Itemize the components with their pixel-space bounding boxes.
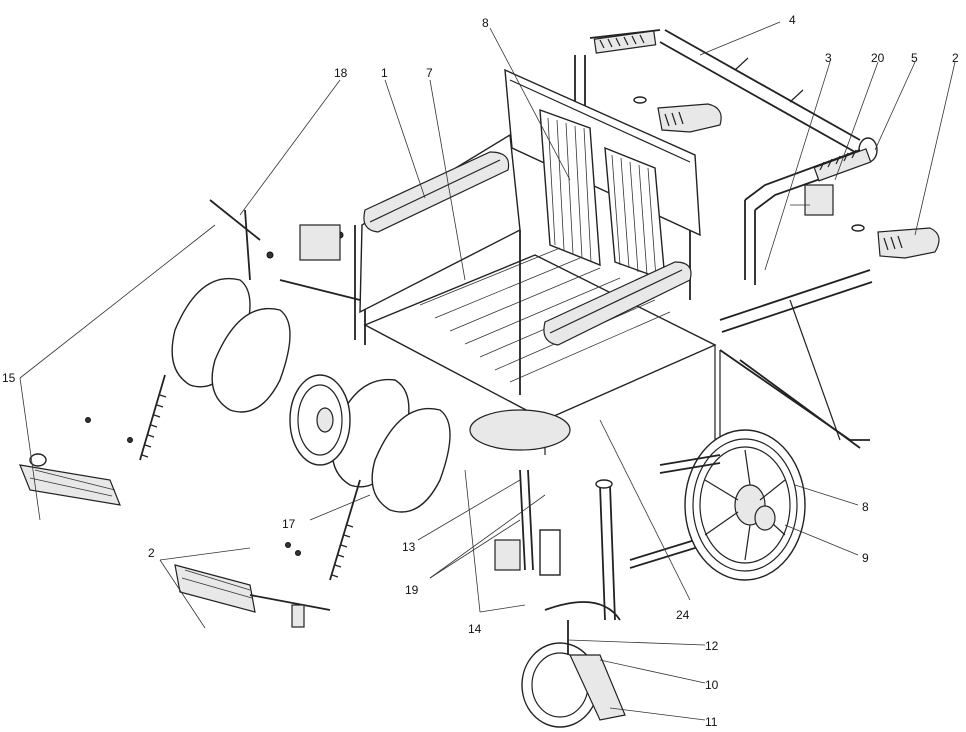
callout-4: 4 <box>789 13 796 27</box>
armrest-right <box>543 261 692 346</box>
right-handle-grip <box>744 148 872 285</box>
callout-labels: 1 7 8 4 3 20 5 2 18 15 8 9 17 13 19 14 2… <box>2 13 959 729</box>
callout-11: 11 <box>705 715 718 729</box>
callout-24: 24 <box>676 608 690 622</box>
mid-wheel <box>469 409 571 451</box>
callout-7: 7 <box>426 66 433 80</box>
brake-bracket <box>494 469 561 576</box>
callout-8-bottom: 8 <box>862 500 869 514</box>
callout-5: 5 <box>911 51 918 65</box>
callout-3: 3 <box>825 51 832 65</box>
callout-9: 9 <box>862 551 869 565</box>
rear-wheel <box>659 429 806 581</box>
leg-rest-left <box>139 199 291 461</box>
side-frame-tubes <box>629 269 873 569</box>
callout-19: 19 <box>405 583 419 597</box>
front-caster-left <box>289 374 351 466</box>
callout-15: 15 <box>2 371 16 385</box>
footplate-left <box>19 453 121 506</box>
brake-lever-upper <box>633 96 722 133</box>
backrest <box>504 68 701 282</box>
callout-14: 14 <box>468 622 482 636</box>
callout-1: 1 <box>381 66 388 80</box>
front-caster-bottom <box>521 479 626 728</box>
callout-2-top: 2 <box>952 51 959 65</box>
leader-lines <box>19 21 956 721</box>
callout-17: 17 <box>282 517 296 531</box>
callout-8-top: 8 <box>482 16 489 30</box>
leg-rest-right <box>329 378 451 581</box>
armrest-left <box>363 151 510 233</box>
callout-2-bottom: 2 <box>148 546 155 560</box>
callout-12: 12 <box>705 639 719 653</box>
callout-10: 10 <box>705 678 719 692</box>
callout-18: 18 <box>334 66 348 80</box>
brake-lever-right <box>851 224 940 259</box>
brake-assembly-left <box>279 224 361 301</box>
callout-20: 20 <box>871 51 885 65</box>
footplate-lower <box>174 564 331 628</box>
callout-13: 13 <box>402 540 416 554</box>
